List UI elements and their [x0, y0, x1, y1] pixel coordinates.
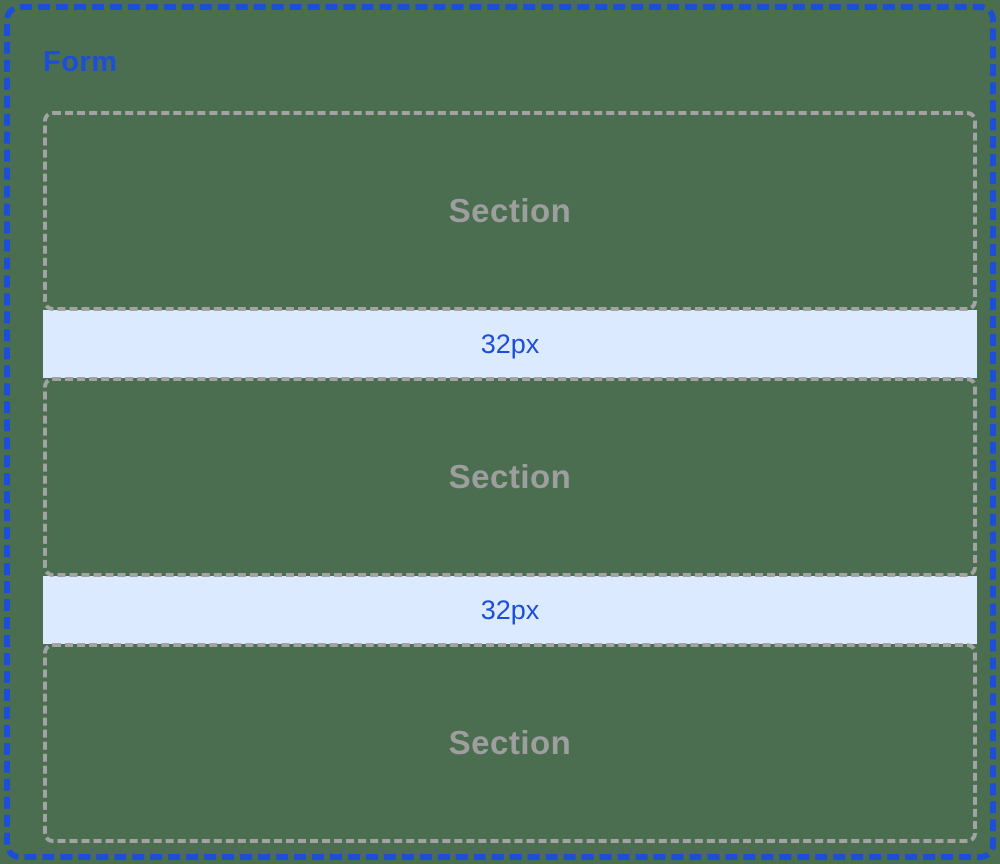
- section-box-3: Section: [43, 643, 977, 843]
- form-label: Form: [43, 46, 118, 78]
- section-box-2: Section: [43, 377, 977, 577]
- spacing-band-1: 32px: [43, 310, 977, 378]
- spacing-value-2: 32px: [480, 594, 540, 625]
- spacing-band-2: 32px: [43, 576, 977, 644]
- section-label-1: Section: [448, 192, 572, 229]
- section-label-3: Section: [448, 724, 572, 761]
- section-box-1: Section: [43, 111, 977, 311]
- section-label-2: Section: [448, 458, 572, 495]
- form-container: Form Section 32px Section 32px Section: [4, 4, 996, 860]
- spacing-value-1: 32px: [480, 328, 540, 359]
